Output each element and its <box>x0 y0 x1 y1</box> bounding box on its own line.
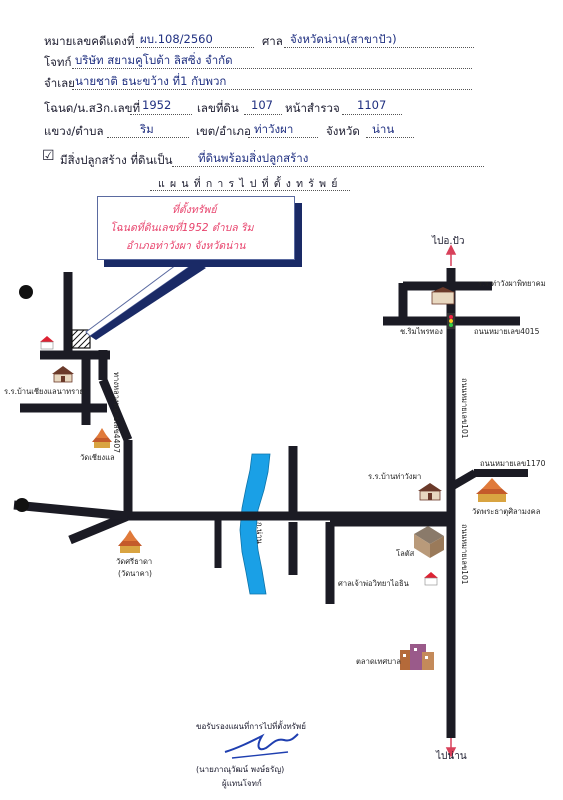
road-1170 <box>448 469 478 491</box>
label-market: ตลาดเทศบาล <box>356 657 401 666</box>
district-value: ท่าวังผา <box>254 122 294 136</box>
temple-icon-chiangsaen <box>92 428 112 448</box>
plaintiff-value: บริษัท สยามคูโบต้า ลิสซิ่ง จำกัด <box>75 53 233 67</box>
province-value: น่าน <box>372 122 395 136</box>
school-icon-west <box>52 366 74 383</box>
market-building-icon <box>400 644 434 670</box>
nan-river <box>239 453 271 595</box>
deed-label: โฉนด/น.ส3ก.เลขที่ <box>44 101 141 115</box>
label-temple-sri-sathan: วัดศรีธาดา <box>116 557 153 566</box>
signature-certify: ขอรับรองแผนที่การไปที่ตั้งทรัพย์ <box>196 722 306 731</box>
school-icon-phittayakhom <box>431 287 455 305</box>
label-road-101-upper: ถนนหมายเลข101 <box>460 378 469 439</box>
case-number-value: ผบ.108/2560 <box>140 32 213 46</box>
marker-dot-2 <box>15 498 29 512</box>
temple-icon-sri-sathan <box>118 530 142 553</box>
label-road-1170: ถนนหมายเลข1170 <box>480 459 546 468</box>
label-school-phittayakhom: ร.ร.ท่าวังผาพิทยาคม <box>478 279 546 288</box>
callout-line3: อำเภอท่าวังผา จังหวัดน่าน <box>126 240 246 252</box>
road-w-long <box>13 500 129 521</box>
marker-dot-1 <box>19 285 33 299</box>
defendant-value: นายชาติ ธนะขว้าง ที่1 กับพวก <box>75 74 227 88</box>
label-temple-phrathat: วัดพระธาตุศิลามงคล <box>472 507 541 516</box>
defendant-label: จำเลย <box>44 76 75 90</box>
property-callout: ที่ตั้งทรัพย์ โฉนดที่ดินเลขที่1952 ตำบล … <box>97 196 295 260</box>
road-4407-lower <box>98 378 133 442</box>
plaintiff-label: โจทก์ <box>44 55 72 69</box>
label-to-pua: ไปอ.ปัว <box>432 236 465 247</box>
label-school-tawangpha: ร.ร.บ้านท่าวังผา <box>368 472 422 481</box>
survey-page-value: 1107 <box>357 98 387 112</box>
house-icon-property <box>40 336 54 350</box>
temple-icon-phrathat <box>476 478 508 502</box>
label-temple-chiangsaen: วัดเชียงแล <box>80 453 115 462</box>
property-parcel <box>71 329 91 349</box>
label-school-chiangsaen: ร.ร.บ้านเชียงแลนาทราย <box>4 387 84 396</box>
building-checkbox[interactable]: ☑ <box>42 148 55 164</box>
district-label: เขต/อำเภอ <box>196 124 251 138</box>
callout-line2: โฉนดที่ดินเลขที่1952 ตำบล ริม <box>110 222 254 234</box>
callout-line1: ที่ตั้งทรัพย์ <box>172 204 217 216</box>
court-value: จังหวัดน่าน(สาขาปัว) <box>290 32 397 46</box>
land-number-label: เลขที่ดิน <box>197 101 239 115</box>
label-shrine: ศาลเจ้าพ่อวิทยาไอธิน <box>338 579 409 588</box>
road-sw <box>68 511 130 545</box>
building-value: ที่ดินพร้อมสิ่งปลูกสร้าง <box>198 151 309 165</box>
subdistrict-label: แขวง/ตำบล <box>44 124 104 138</box>
building-label: มีสิ่งปลูกสร้าง ที่ดินเป็น <box>60 153 173 167</box>
callout-pointer <box>85 261 198 337</box>
signature-scribble <box>224 733 299 753</box>
label-temple-sri-sathan-sub: (วัดนาคา) <box>118 569 152 578</box>
label-road-101-lower: ถนนหมายเลข101 <box>460 524 469 585</box>
label-lotus-hotel: โลตัส <box>396 549 415 558</box>
house-icon-shrine <box>424 572 438 586</box>
signature-role: ผู้แทนโจทก์ <box>222 779 262 788</box>
label-to-nan: ไปน่าน <box>436 751 467 762</box>
label-road-4407: ทางหลวงหมายเลข4407 <box>112 372 121 454</box>
subdistrict-value: ริม <box>140 122 154 136</box>
survey-page-label: หน้าสำรวจ <box>285 101 340 115</box>
deed-value: 1952 <box>142 98 172 112</box>
signature-name: (นายภาณุวัฒน์ พงษ์ธรัญ) <box>196 765 285 774</box>
case-number-label: หมายเลขคดีแดงที่ <box>44 34 135 48</box>
map-title: แผนที่การไปที่ตั้งทรัพย์ <box>158 178 343 190</box>
hotel-building-icon <box>414 526 444 558</box>
school-icon-tawangpha <box>418 483 442 501</box>
province-label: จังหวัด <box>326 124 360 138</box>
court-label: ศาล <box>262 34 283 48</box>
traffic-light-icon <box>447 313 455 329</box>
label-river: ก.น่าน <box>255 522 264 544</box>
label-junction-rimphai: ช.ริมไพรทอง <box>400 327 443 336</box>
land-number-value: 107 <box>251 98 273 112</box>
label-road-4015: ถนนหมายเลข4015 <box>474 327 540 336</box>
